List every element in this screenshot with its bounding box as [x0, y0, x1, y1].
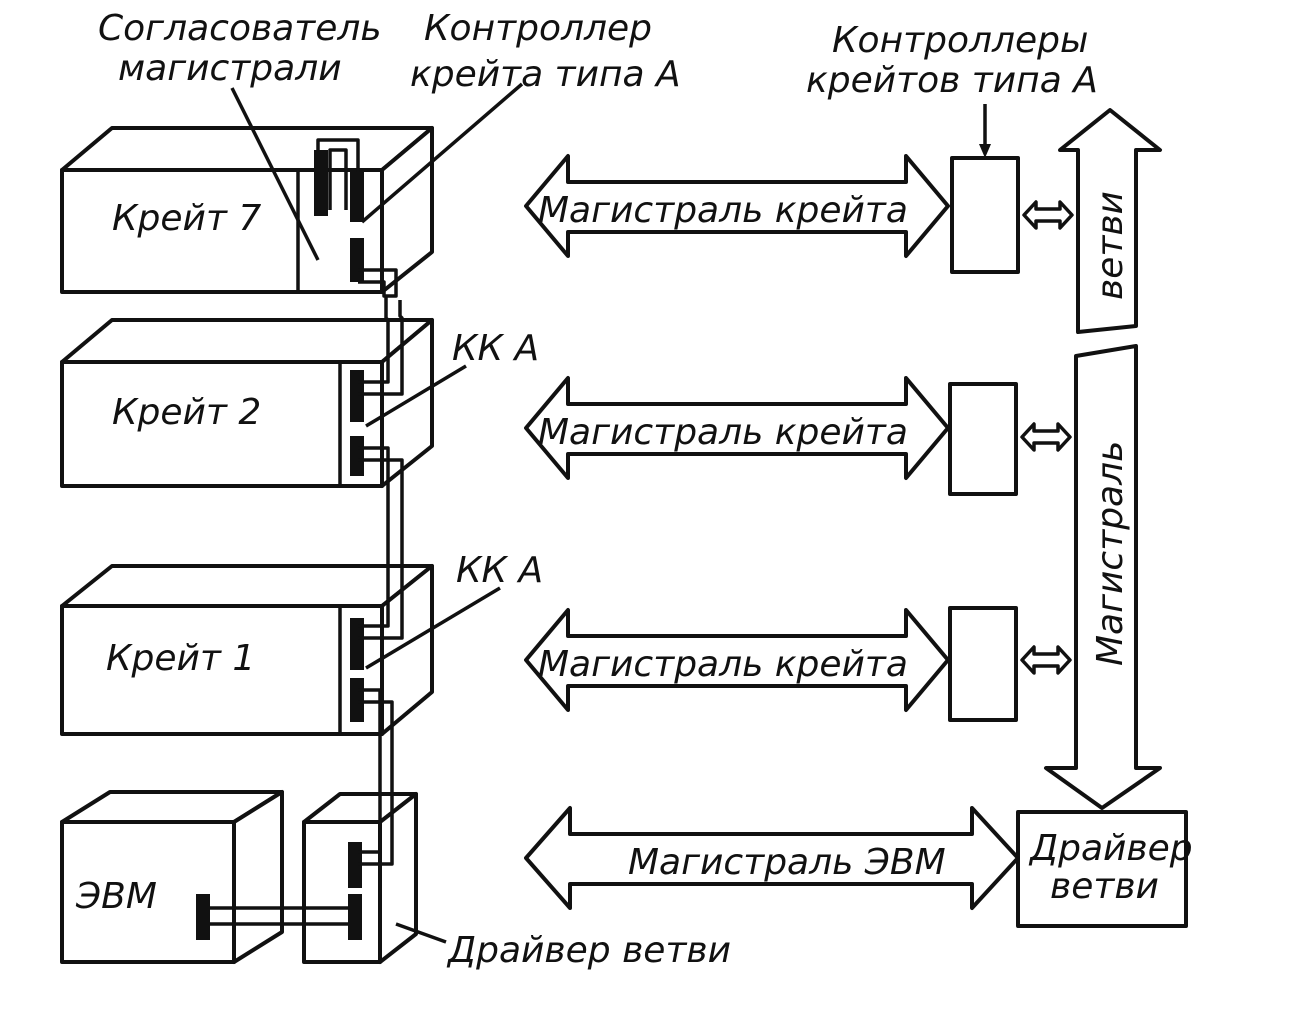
computer-bus-label: Магистраль ЭВМ: [628, 842, 946, 883]
branch-cable: [384, 296, 404, 374]
crate-controllers-title-2: крейтов типа А: [806, 60, 1098, 101]
branch-bus-bottom-label: Магистраль: [1090, 441, 1131, 666]
crate-2-controller-plug-top: [350, 370, 364, 422]
kk-a-lower-leader: [365, 586, 501, 670]
crate-controller-box-1: [950, 156, 1020, 274]
crate-bus-arrow-3: Магистраль крейта: [524, 608, 950, 712]
bus-matcher-title-1: Согласователь: [98, 8, 382, 49]
crate-controller-box-3: [948, 606, 1018, 722]
controller-link-arrow-2: [1020, 422, 1072, 452]
crate-2-label: Крейт 2: [112, 392, 261, 433]
crate-7-controller-plug-bottom: [350, 238, 364, 282]
crate-1-label: Крейт 1: [106, 638, 255, 679]
branch-driver-box: Драйвер ветви: [1016, 810, 1193, 928]
crate-controller-title-2: крейта типа А: [410, 54, 681, 95]
crate-controllers-title-1: Контроллеры: [832, 20, 1088, 61]
crate-7-label: Крейт 7: [112, 198, 261, 239]
crate-controller-box-2: [948, 382, 1018, 496]
crate-bus-arrow-1: Магистраль крейта: [524, 154, 950, 258]
computer-label: ЭВМ: [75, 876, 157, 917]
crate-1-controller-plug-top: [350, 618, 364, 670]
computer-driver-cable: [210, 906, 350, 926]
crate-2-controller-plug-bottom: [350, 436, 364, 476]
crate-7-controller-plug-top: [350, 172, 364, 222]
controller-link-arrow-1: [1022, 200, 1074, 230]
crate-bus-2-label: Магистраль крейта: [538, 412, 908, 453]
kk-a-lower-label: КК А: [456, 550, 543, 591]
crate-bus-arrow-2: Магистраль крейта: [524, 376, 950, 480]
crate-1-controller-plug-bottom: [350, 678, 364, 722]
crate-7-unit: Крейт 7: [60, 126, 434, 298]
controller-link-arrow-3: [1020, 645, 1072, 675]
branch-driver-leader: [395, 922, 447, 944]
crate-bus-1-label: Магистраль крейта: [538, 190, 908, 231]
bus-matcher-plug: [314, 150, 328, 216]
branch-driver-callout: Драйвер ветви: [446, 930, 731, 971]
bus-matcher-title-2: магистрали: [118, 48, 342, 89]
computer-bus-arrow: Магистраль ЭВМ: [524, 806, 1020, 910]
branch-bus-top-label: ветви: [1090, 191, 1131, 300]
branch-driver-box-line-1: Драйвер: [1028, 828, 1193, 869]
branch-bus-bottom: Магистраль: [1044, 344, 1162, 810]
crate-bus-3-label: Магистраль крейта: [538, 644, 908, 685]
branch-bus-top: ветви: [1058, 108, 1162, 334]
branch-driver-box-line-2: ветви: [1050, 866, 1159, 907]
bus-matcher-leader: [230, 87, 320, 261]
branch-driver-plug-bottom: [348, 894, 362, 940]
kk-a-upper-label: КК А: [452, 328, 539, 369]
branch-driver-unit: [302, 792, 418, 964]
crate-controller-title-1: Контроллер: [424, 8, 652, 49]
crate-controller-leader: [360, 82, 524, 224]
crate-1-unit: Крейт 1: [60, 564, 434, 736]
computer-unit: ЭВМ: [60, 790, 284, 964]
kk-a-upper-leader: [365, 364, 467, 428]
crate-2-unit: Крейт 2: [60, 318, 434, 488]
computer-plug: [196, 894, 210, 940]
